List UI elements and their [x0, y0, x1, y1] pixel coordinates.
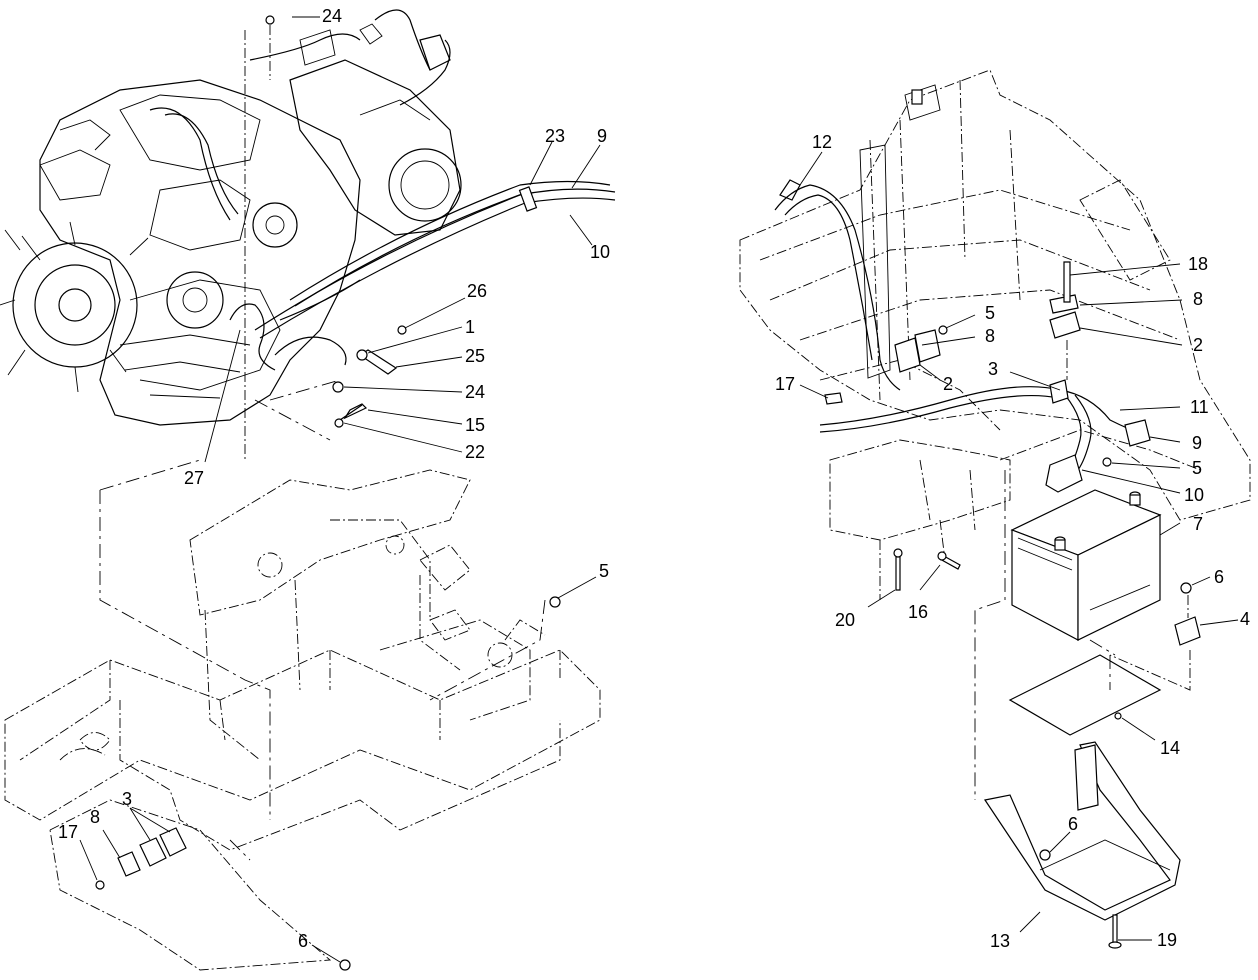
callout-17: 17 — [775, 374, 795, 394]
callout-5: 5 — [599, 561, 609, 581]
callout-13: 13 — [990, 931, 1010, 951]
callout-20: 20 — [835, 610, 855, 630]
callout-14: 14 — [1160, 738, 1180, 758]
callout-labels: 24 23 9 10 26 1 25 24 15 22 27 5 8 3 17 … — [58, 6, 1250, 951]
callout-6: 6 — [298, 931, 308, 951]
callout-27: 27 — [184, 468, 204, 488]
right-harness — [774, 179, 1151, 493]
callout-6: 6 — [1214, 567, 1224, 587]
callout-18: 18 — [1188, 254, 1208, 274]
right-fasteners — [893, 548, 1122, 949]
callout-4: 4 — [1240, 609, 1250, 629]
battery-plate — [1008, 654, 1162, 736]
callout-17: 17 — [58, 822, 78, 842]
callout-1: 1 — [465, 317, 475, 337]
leader-lines — [79, 16, 1239, 963]
battery-tray — [984, 741, 1181, 921]
callout-5: 5 — [1192, 458, 1202, 478]
cooling-fan — [0, 221, 149, 393]
mount-reference-lines — [99, 379, 546, 861]
battery-hold-down — [1109, 582, 1201, 691]
callout-16: 16 — [908, 602, 928, 622]
callout-24: 24 — [322, 6, 342, 26]
callout-5: 5 — [985, 303, 995, 323]
callout-8: 8 — [90, 807, 100, 827]
callout-9: 9 — [1192, 433, 1202, 453]
engine-fasteners — [244, 15, 407, 460]
callout-9: 9 — [597, 126, 607, 146]
right-frame — [739, 69, 1251, 600]
right-reference-lines — [974, 470, 1116, 800]
callout-11: 11 — [1190, 397, 1209, 417]
cable-clamps-left — [95, 596, 561, 971]
callout-3: 3 — [122, 789, 132, 809]
callout-2: 2 — [1193, 335, 1203, 355]
callout-8: 8 — [1193, 289, 1203, 309]
battery — [1010, 489, 1162, 641]
chassis-frame — [4, 469, 601, 971]
callout-25: 25 — [465, 346, 485, 366]
callout-23: 23 — [545, 126, 565, 146]
callout-19: 19 — [1157, 930, 1177, 950]
callout-26: 26 — [467, 281, 487, 301]
callout-12: 12 — [812, 132, 832, 152]
callout-10: 10 — [590, 242, 610, 262]
callout-6: 6 — [1068, 814, 1078, 834]
callout-2: 2 — [943, 374, 953, 394]
callout-3: 3 — [988, 359, 998, 379]
callout-10: 10 — [1184, 485, 1204, 505]
callout-15: 15 — [465, 415, 485, 435]
callout-24: 24 — [465, 382, 485, 402]
engine-assembly — [0, 9, 616, 426]
callout-22: 22 — [465, 442, 485, 462]
callout-8: 8 — [985, 326, 995, 346]
callout-7: 7 — [1193, 514, 1203, 534]
